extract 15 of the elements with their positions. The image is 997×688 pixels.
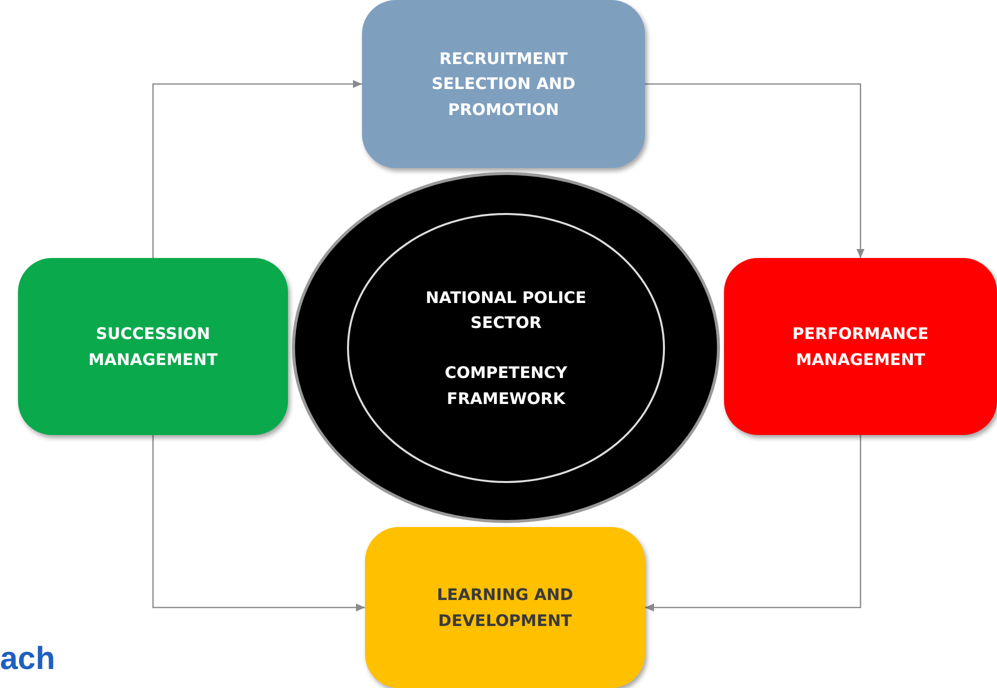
arrow (152, 80, 362, 258)
node-label: SUCCESSION MANAGEMENT (87, 322, 219, 370)
rounded-box (18, 258, 288, 435)
node-label: LEARNING AND DEVELOPMENT (436, 584, 574, 632)
rounded-box (362, 0, 645, 168)
node-label: RECRUITMENT SELECTION AND PROMOTION (430, 48, 576, 121)
node-label: PERFORMANCE MANAGEMENT (791, 322, 930, 370)
node-label: NATIONAL POLICE SECTOR (424, 286, 588, 334)
arrow (152, 435, 365, 612)
node-label: COMPETENCY FRAMEWORK (444, 362, 568, 410)
rounded-box (724, 258, 997, 435)
arrow (645, 435, 862, 612)
heading-fragment: ach (0, 640, 56, 677)
arrow (645, 83, 864, 258)
rounded-box (365, 527, 645, 688)
